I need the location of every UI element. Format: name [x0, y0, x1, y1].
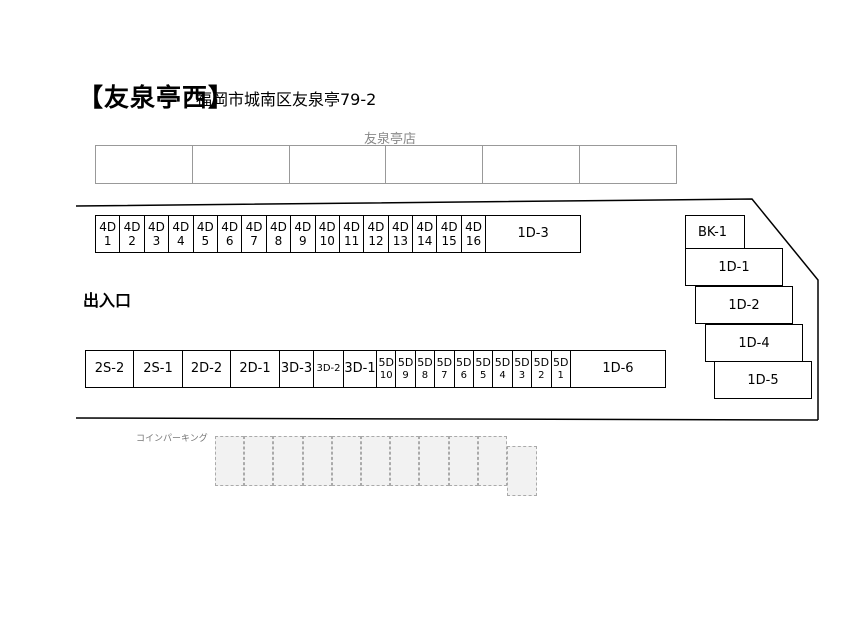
space-3d-3[interactable]: 3D-3 — [280, 351, 314, 387]
space-3d-1[interactable]: 3D-1 — [344, 351, 377, 387]
store-slot — [579, 145, 677, 184]
store-slot — [288, 145, 386, 184]
store-slot — [191, 145, 289, 184]
space-1d-6[interactable]: 1D-6 — [602, 361, 634, 376]
coin-slot — [244, 436, 274, 486]
coin-slot — [215, 436, 245, 486]
space-1d-1[interactable]: 1D-1 — [685, 248, 783, 286]
space-2d-2[interactable]: 2D-2 — [183, 351, 231, 387]
space-1d-5[interactable]: 1D-5 — [714, 361, 812, 399]
coin-slot — [477, 436, 507, 486]
coin-slot — [360, 436, 391, 486]
coin-slot — [507, 446, 537, 496]
lot-boundary-top-line — [75, 198, 819, 420]
space-1d-4[interactable]: 1D-4 — [705, 324, 803, 362]
coin-parking-label: コインパーキング — [136, 434, 208, 444]
coin-slot — [419, 436, 449, 486]
space-2s-2[interactable]: 2S-2 — [86, 351, 134, 387]
space-bk-1[interactable]: BK-1 — [685, 215, 745, 250]
coin-slot — [390, 436, 420, 486]
coin-slot — [448, 436, 478, 486]
entrance-label: 出入口 — [83, 291, 132, 310]
space-3d-2[interactable]: 3D-2 — [314, 351, 344, 387]
coin-slot — [302, 436, 332, 486]
coin-slot — [273, 436, 303, 486]
store-block — [95, 145, 677, 184]
store-slot — [482, 145, 580, 184]
space-1d-2[interactable]: 1D-2 — [695, 286, 793, 324]
store-label: 友泉亭店 — [363, 132, 416, 147]
coin-parking-block — [215, 436, 507, 486]
lot-boundary-bottom-line — [75, 417, 819, 421]
store-slot — [385, 145, 483, 184]
address: 福岡市城南区友泉亭79-2 — [196, 90, 377, 109]
space-1d-3[interactable]: 1D-3 — [517, 226, 549, 241]
space-2d-1[interactable]: 2D-1 — [231, 351, 280, 387]
page-title: 【友泉亭西】 — [78, 83, 235, 112]
space-2s-1[interactable]: 2S-1 — [134, 351, 183, 387]
coin-slot — [331, 436, 361, 486]
store-slot — [95, 145, 192, 184]
